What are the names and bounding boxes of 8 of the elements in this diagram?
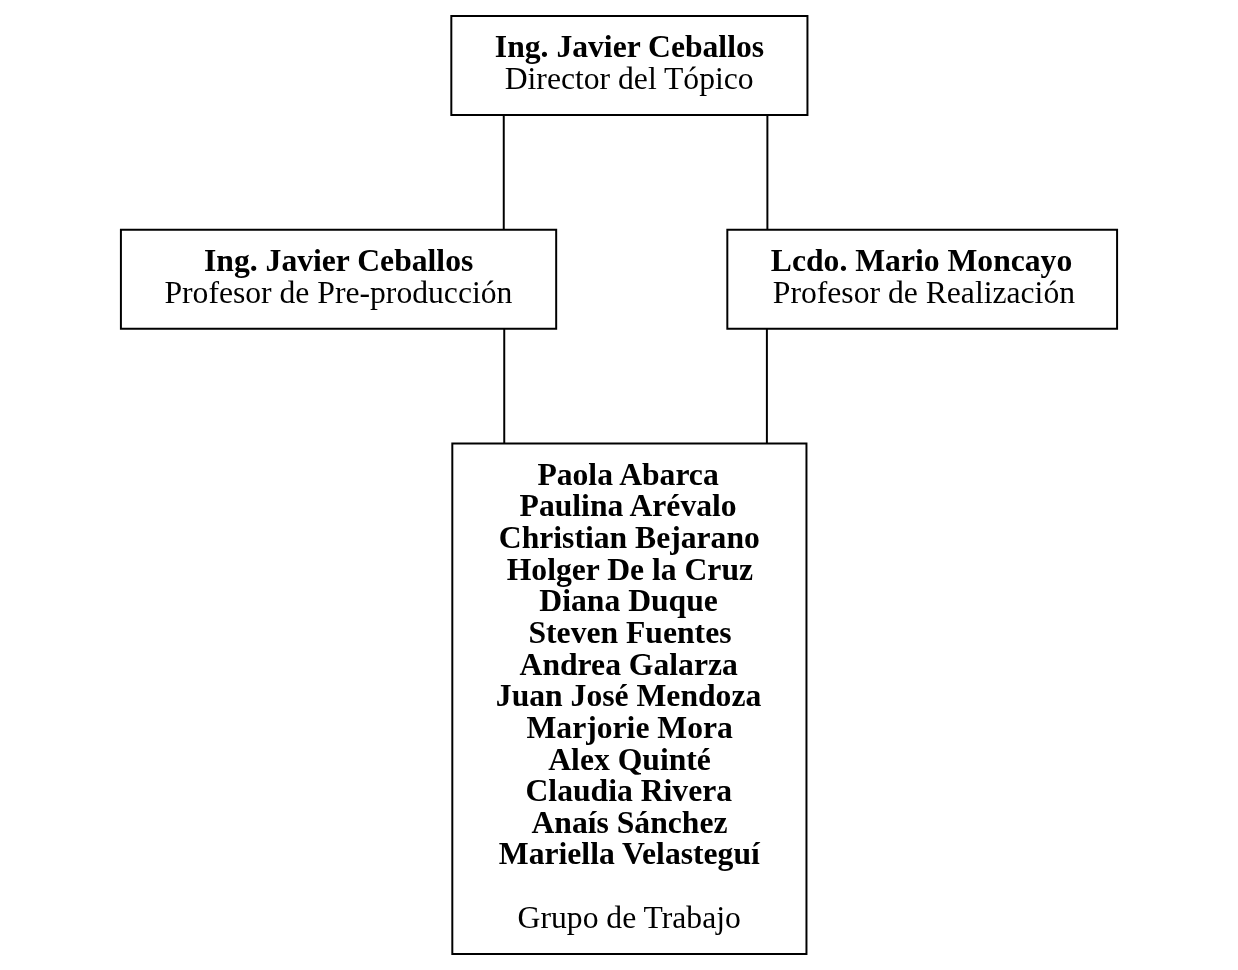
connector	[503, 328, 506, 445]
connector	[766, 114, 769, 231]
node-box: Lcdo. Mario Moncayo Profesor de Realización	[726, 228, 1119, 330]
connector	[502, 114, 505, 231]
node-box: Ing. Javier Ceballos Profesor de Pre-producción	[119, 228, 558, 330]
node-box: Paola Abarca Paulina Arévalo Christian Bejarano Holger De la Cruz Diana Duque Steven Fuentes Andrea Galarza Juan José Mendoza Marjorie Mora Alex Quinté Claudia Rivera Anaís Sánchez Mariella Velasteguí Grupo de Trabajo	[451, 442, 808, 955]
node-box: Ing. Javier Ceballos Director del Tópico	[450, 15, 809, 116]
connector	[765, 328, 768, 445]
